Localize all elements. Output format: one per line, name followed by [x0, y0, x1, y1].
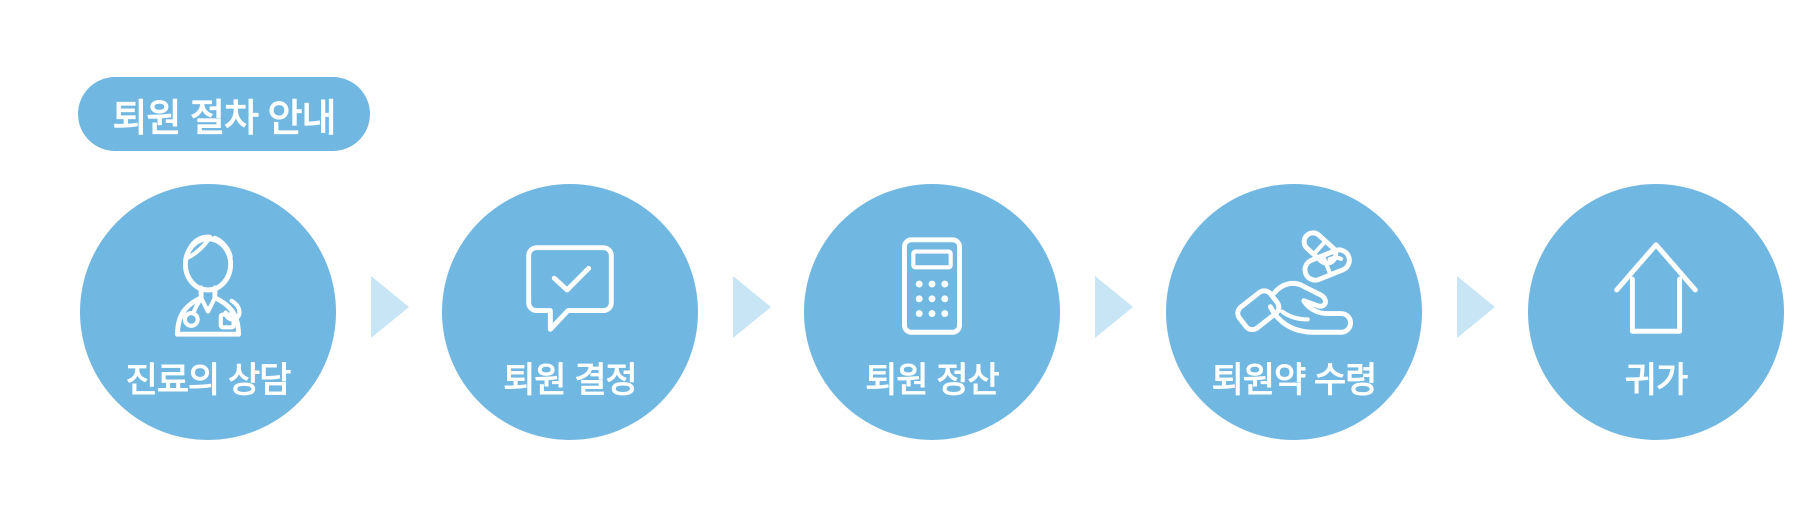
step-label: 귀가: [1624, 361, 1688, 400]
arrow-right-icon: [1095, 276, 1133, 338]
arrow-right-icon: [371, 276, 409, 338]
step-discharge-settlement: 퇴원 정산: [804, 184, 1060, 440]
title-badge-label: 퇴원 절차 안내: [112, 97, 337, 140]
step-receive-medication: 퇴원약 수령: [1166, 184, 1422, 440]
step-doctor-consultation: 진료의 상담: [80, 184, 336, 440]
arrow-right-icon: [1457, 276, 1495, 338]
speech-bubble-check-icon: [511, 228, 629, 346]
step-label: 퇴원약 수령: [1211, 361, 1378, 400]
title-badge: 퇴원 절차 안내: [78, 77, 370, 151]
arrow-right-icon: [733, 276, 771, 338]
step-label: 퇴원 정산: [865, 361, 1000, 400]
doctor-icon: [149, 228, 267, 346]
step-label: 퇴원 결정: [503, 361, 638, 400]
hand-pills-icon: [1225, 228, 1363, 346]
step-going-home: 귀가: [1528, 184, 1784, 440]
house-icon: [1597, 228, 1715, 346]
step-label: 진료의 상담: [125, 361, 292, 400]
calculator-icon: [873, 228, 991, 346]
step-discharge-decision: 퇴원 결정: [442, 184, 698, 440]
